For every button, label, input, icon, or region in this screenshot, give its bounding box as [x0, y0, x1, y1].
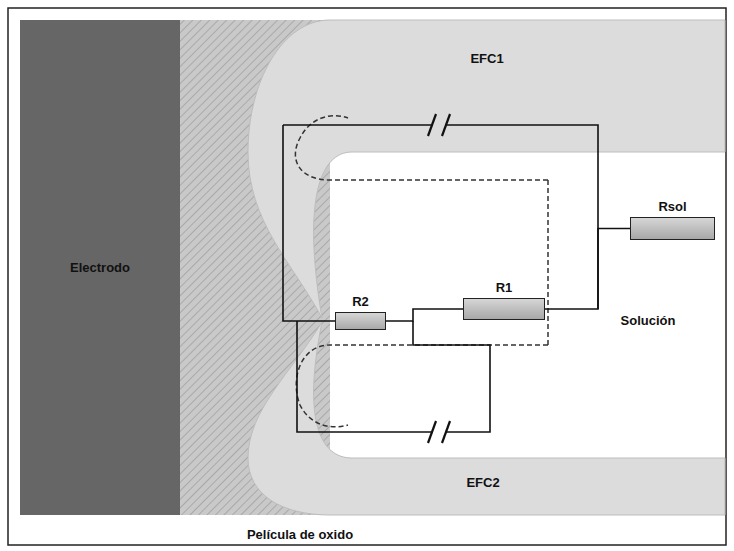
resistor-symbol: R1 — [463, 298, 545, 320]
region-label: Película de oxido — [247, 527, 353, 542]
resistor-symbol: Rsol — [630, 217, 715, 240]
resistor-label: Rsol — [658, 199, 686, 214]
electrode-block: Electrodo — [20, 20, 180, 515]
region-label: Solución — [621, 313, 676, 328]
electrode-label: Electrodo — [70, 260, 130, 275]
oxide-finger — [248, 20, 725, 318]
pore-boundary — [295, 116, 548, 427]
capacitor-symbol — [428, 114, 450, 136]
resistor-label: R2 — [352, 294, 369, 309]
wire — [283, 125, 598, 309]
capacitor-label: EFC1 — [470, 51, 503, 66]
frame — [8, 8, 726, 545]
wire — [297, 321, 490, 432]
resistor-symbol: R2 — [335, 312, 386, 330]
circuit-wire — [386, 309, 463, 321]
circuit-wire — [545, 229, 630, 310]
resistor-label: R1 — [496, 280, 513, 295]
capacitor-symbol — [428, 421, 450, 443]
circuit-wires — [283, 125, 598, 432]
capacitor-label: EFC2 — [466, 475, 499, 490]
wire — [283, 125, 335, 321]
oxide-finger — [248, 322, 725, 515]
